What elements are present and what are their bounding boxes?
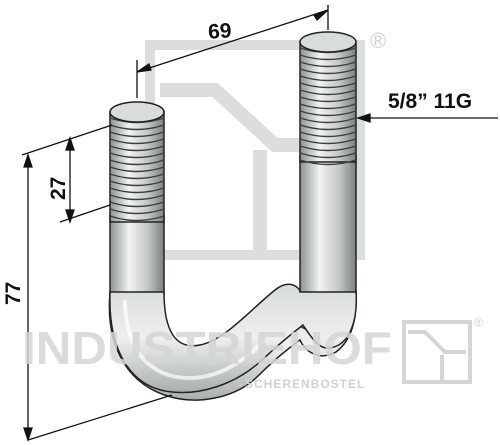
right-leg-shank	[299, 154, 357, 296]
dimension-thread-length	[21, 124, 113, 225]
thread-ridge	[299, 117, 357, 124]
left-leg-shank	[109, 214, 165, 296]
thread-ridge	[299, 103, 357, 110]
thread-ridge	[299, 82, 357, 89]
thread-ridge	[299, 68, 357, 75]
thread-body	[109, 111, 165, 223]
thread-ridge	[109, 138, 165, 145]
thread-ridge	[299, 75, 357, 82]
u-bolt	[108, 31, 358, 401]
left-thread	[109, 111, 165, 223]
thread-ridge	[299, 110, 357, 117]
thread-ridge	[299, 131, 357, 138]
thread-ridge	[299, 152, 357, 159]
thread-ridge	[109, 208, 165, 215]
left-thread-end	[109, 101, 165, 123]
thread-ridge	[109, 215, 165, 222]
thread-ridge	[109, 131, 165, 138]
thread-ridge	[299, 54, 357, 61]
thread-ridge	[109, 173, 165, 180]
thread-ridge	[109, 187, 165, 194]
watermark-location: SCHERENBOSTEL	[245, 377, 365, 391]
dimension-thread-length-label: 27	[47, 177, 70, 200]
thread-ridge	[109, 145, 165, 152]
right-thread-end	[299, 31, 357, 53]
thread-ridge	[299, 89, 357, 96]
registered-mark-top: ®	[370, 28, 386, 53]
dimension-total-height-label: 77	[2, 282, 25, 305]
thread-ridge	[299, 159, 357, 166]
thread-ridge	[299, 138, 357, 145]
thread-spec-callout	[355, 113, 498, 123]
dimension-total-height	[23, 152, 173, 443]
thread-ridge	[109, 124, 165, 131]
u-bend-main	[109, 283, 358, 394]
watermark-brand-logo-icon	[402, 320, 472, 384]
watermark-brand: INDUSTRIEHOF	[22, 322, 392, 374]
thread-ridge	[109, 166, 165, 173]
thread-ridge	[109, 201, 165, 208]
thread-ridge	[109, 180, 165, 187]
thread-spec-label: 5/8” 11G	[388, 90, 472, 113]
thread-ridge	[299, 124, 357, 131]
u-bend-highlight	[123, 299, 267, 381]
dimension-width-label: 69	[207, 19, 232, 44]
registered-mark-bottom: ®	[474, 315, 483, 329]
thread-ridge	[109, 159, 165, 166]
thread-ridge	[299, 145, 357, 152]
thread-ridge	[109, 152, 165, 159]
thread-ridge	[109, 194, 165, 201]
thread-ridge	[299, 96, 357, 103]
thread-ridge	[299, 61, 357, 68]
right-thread	[299, 41, 357, 166]
dimension-width	[136, 5, 329, 98]
